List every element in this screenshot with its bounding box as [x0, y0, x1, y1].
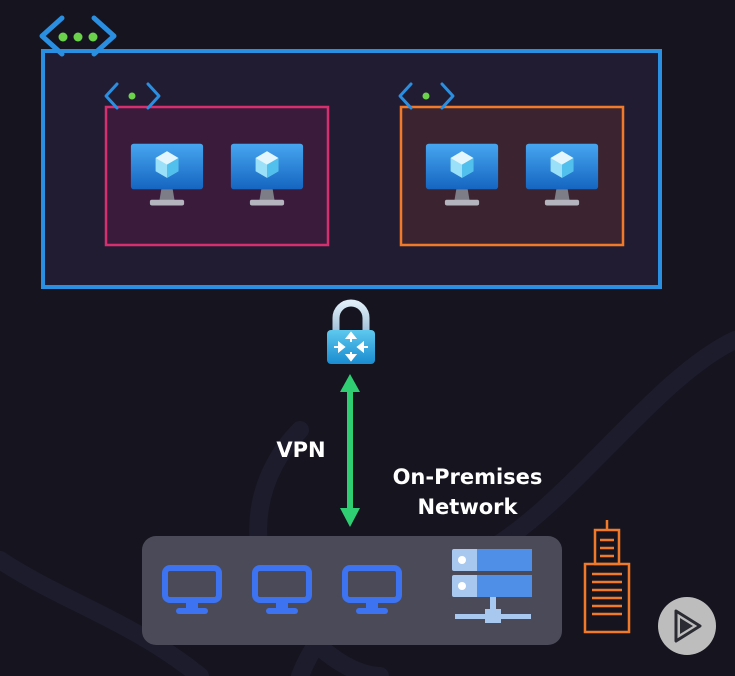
vpn-label: VPN	[276, 438, 326, 462]
onprem-label-line2: Network	[417, 495, 518, 519]
server-rack-icon	[452, 549, 532, 623]
office-building-icon	[583, 520, 631, 634]
onprem-network-label: On-Premises Network	[385, 462, 550, 522]
onprem-label-line1: On-Premises	[392, 465, 543, 489]
vpn-connection-arrow	[340, 374, 360, 527]
vpn-gateway-icon	[327, 299, 375, 364]
subnet-right-icon	[398, 82, 455, 110]
virtual-network-icon	[39, 15, 117, 57]
play-button-icon[interactable]	[658, 597, 716, 655]
subnet-left-icon	[104, 82, 161, 110]
